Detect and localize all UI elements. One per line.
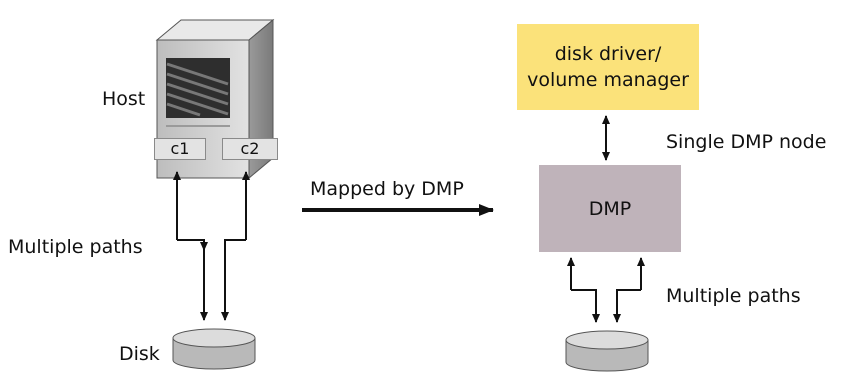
left-disk-icon [172,328,256,370]
single-node-label: Single DMP node [666,131,827,153]
right-paths-label: Multiple paths [666,285,801,307]
disk-driver-box: disk driver/ volume manager [517,24,699,110]
right-multiple-paths [567,257,645,323]
left-multiple-paths [173,171,250,321]
mapped-by-label: Mapped by DMP [310,178,464,200]
left-paths-label: Multiple paths [8,236,143,258]
driver-box-line2: volume manager [527,69,689,91]
driver-box-line1: disk driver/ [554,43,662,65]
host-label: Host [102,88,146,110]
disk-label: Disk [119,343,160,365]
port-c2: c2 [222,138,278,160]
dmp-box-label: DMP [588,197,632,220]
port-c1: c1 [154,138,206,160]
dmp-node-box: DMP [539,165,681,252]
right-disk-icon [565,330,649,372]
